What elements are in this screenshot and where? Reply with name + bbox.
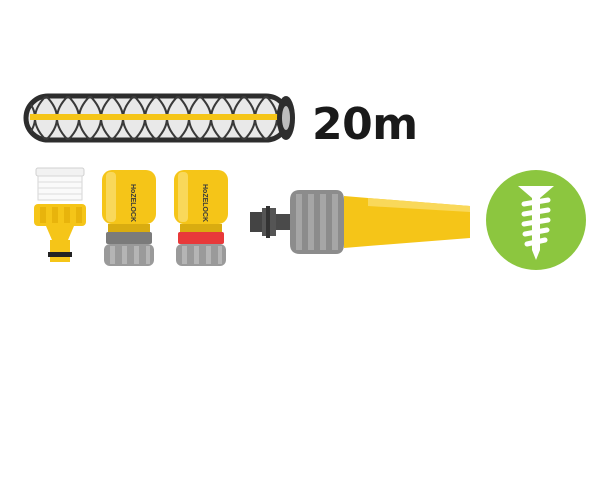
- spray-nozzle-icon: [250, 190, 470, 254]
- waterstop-connector-icon: HoZELOCK: [174, 170, 228, 266]
- hose-length-label: 20m: [312, 99, 418, 150]
- tap-adaptor-icon: [34, 167, 86, 262]
- hose-connector-icon: HoZELOCK: [102, 170, 156, 266]
- svg-text:HoZELOCK: HoZELOCK: [129, 184, 136, 222]
- svg-text:HoZELOCK: HoZELOCK: [201, 184, 208, 222]
- hose-icon: [23, 93, 295, 143]
- screw-icon: [486, 170, 586, 270]
